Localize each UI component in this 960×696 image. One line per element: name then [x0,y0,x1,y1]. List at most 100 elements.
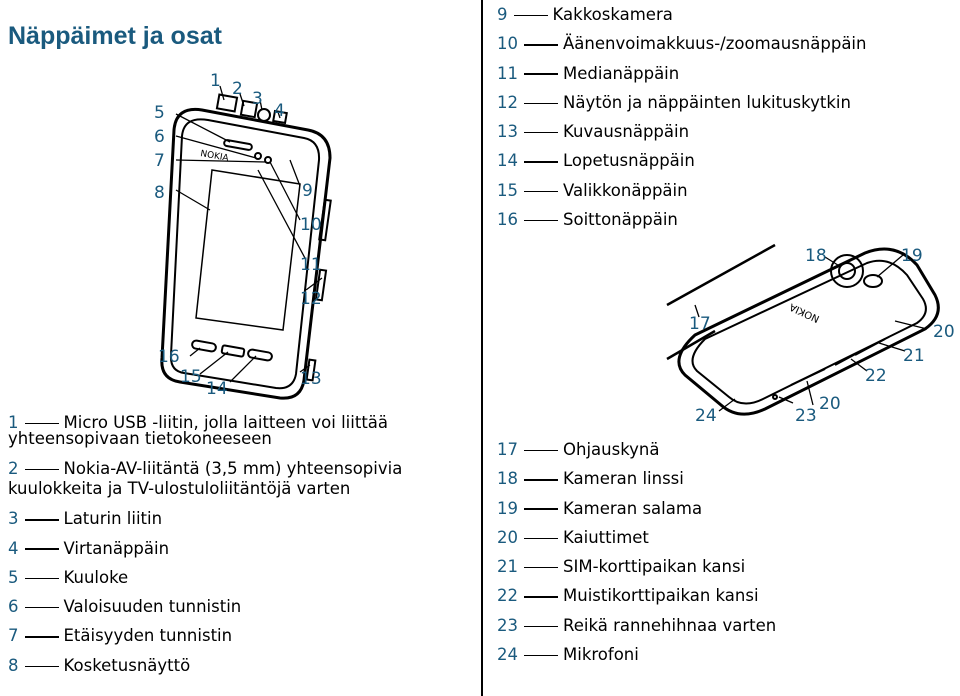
legend-text: Reikä rannehihnaa varten [563,615,777,635]
legend-text: Nokia-AV-liitäntä (3,5 mm) yhteensopivia [63,459,403,478]
front-callout-7: 7 [154,151,165,171]
legend-number: 1 [8,413,19,432]
legend-item-20: 20 Kaiuttimet [497,523,776,552]
legend-number: 18 [497,469,518,489]
legend-number: 10 [497,34,518,54]
legend-text: Valoisuuden tunnistin [63,597,242,617]
legend-number: 3 [8,509,19,529]
legend-text: Kameran linssi [563,469,684,489]
legend-number: 6 [8,597,19,617]
legend-text: Valikkonäppäin [563,180,688,200]
legend-number: 13 [497,122,518,142]
back-callout-18: 18 [805,246,827,266]
front-callout-9: 9 [302,181,313,201]
legend-text: Virtanäppäin [63,538,170,558]
legend-item-2-cont: kuulokkeita ja TV-ulostuloliitäntöjä var… [8,479,351,499]
legend-text: Kosketusnäyttö [63,655,191,675]
legend-item-19: 19 Kameran salama [497,494,776,523]
legend-item-11: 11 Medianäppäin [497,59,866,88]
legend-text: Muistikorttipaikan kansi [563,586,759,606]
back-brand-label: NOKIA [788,301,822,324]
front-callout-15: 15 [180,367,202,387]
legend-item-16: 16 Soittonäppäin [497,205,866,234]
legend-text: Soittonäppäin [563,210,678,230]
front-callout-16: 16 [158,347,180,367]
legend-text: Äänenvoimakkuus-/zoomausnäppäin [563,34,867,54]
legend-text: Laturin liitin [63,509,163,529]
legend-text: Näytön ja näppäinten lukituskytkin [563,92,851,112]
front-callout-10: 10 [300,215,322,235]
legend-number: 17 [497,440,518,459]
legend-item-4: 4 Virtanäppäin [8,534,402,563]
legend-number: 21 [497,557,518,577]
legend-item-15: 15 Valikkonäppäin [497,176,866,205]
legend-number: 22 [497,586,518,606]
front-callout-13: 13 [300,369,322,389]
legend-text: Kameran salama [563,498,703,518]
legend-number: 20 [497,527,518,547]
legend-number: 9 [497,5,508,24]
legend-number: 14 [497,151,518,171]
front-callout-5: 5 [154,103,165,123]
legend-text: Mikrofoni [563,645,639,665]
front-callout-4: 4 [274,101,285,121]
front-callout-2: 2 [232,79,243,99]
legend-item-17: 17 Ohjauskynä [497,435,776,464]
legend-number: 23 [497,615,518,635]
legend-number: 11 [497,63,518,83]
legend-text: Ohjauskynä [563,440,660,459]
back-callout-23: 23 [795,406,817,426]
legend-item-23: 23 Reikä rannehihnaa varten [497,611,776,640]
legend-item-22: 22 Muistikorttipaikan kansi [497,581,776,610]
front-brand-label: NOKIA [199,149,230,164]
front-callout-12: 12 [300,289,322,309]
legend-item-1: 1 Micro USB -liitin, jolla laitteen voi l… [8,413,402,433]
front-callout-8: 8 [154,183,165,203]
page-title: Näppäimet ja osat [8,22,222,50]
legend-number: 5 [8,567,19,587]
legend-number: 24 [497,645,518,665]
front-callout-6: 6 [154,127,165,147]
front-callout-3: 3 [252,89,263,109]
front-callout-11: 11 [300,255,322,275]
legend-text: Medianäppäin [563,63,680,83]
legend-item-1-cont: yhteensopivaan tietokoneeseen [8,429,272,448]
back-callout-22: 22 [865,366,887,386]
legend-bottom-right: 17 Ohjauskynä 18 Kameran linssi 19 Kameran … [497,435,776,669]
front-callout-1: 1 [210,71,221,91]
legend-number: 16 [497,210,518,230]
legend-item-8: 8 Kosketusnäyttö [8,651,402,680]
legend-text: Kuvausnäppäin [563,122,690,142]
legend-number: 8 [8,655,19,675]
legend-number: 19 [497,498,518,518]
legend-item-10: 10 Äänenvoimakkuus-/zoomausnäppäin [497,29,866,58]
legend-number: 15 [497,180,518,200]
back-callout-20a: 20 [933,322,955,342]
back-callout-21: 21 [903,346,925,366]
phone-front-illustration: NOKIA 1 2 3 4 5 6 7 8 9 10 11 12 13 16 1… [154,71,332,400]
legend-text: Kakkoskamera [552,5,673,24]
legend-item-18: 18 Kameran linssi [497,464,776,493]
legend-left: 1 Micro USB -liitin, jolla laitteen voi l… [8,409,402,680]
legend-item-12: 12 Näytön ja näppäinten lukituskytkin [497,88,866,117]
legend-number: 4 [8,538,19,558]
legend-item-6: 6 Valoisuuden tunnistin [8,592,402,621]
legend-text: Kaiuttimet [563,527,649,547]
legend-number: 2 [8,459,19,478]
legend-item-3: 3 Laturin liitin [8,504,402,533]
back-callout-20b: 20 [819,394,841,414]
back-callout-17: 17 [689,314,711,334]
legend-top-right: 9 Kakkoskamera 10 Äänenvoimakkuus-/zoomaus… [497,0,866,234]
legend-number: 12 [497,92,518,112]
legend-number: 7 [8,626,19,646]
back-callout-19: 19 [901,246,923,266]
front-callout-14: 14 [206,379,228,399]
back-callout-24: 24 [695,406,717,426]
legend-item-9: 9 Kakkoskamera [497,0,866,29]
phone-back-illustration: NOKIA 17 18 19 20 21 22 23 20 24 [666,243,955,426]
legend-text: Kuuloke [63,567,129,587]
legend-text: Micro USB -liitin, jolla laitteen voi li… [63,413,389,432]
